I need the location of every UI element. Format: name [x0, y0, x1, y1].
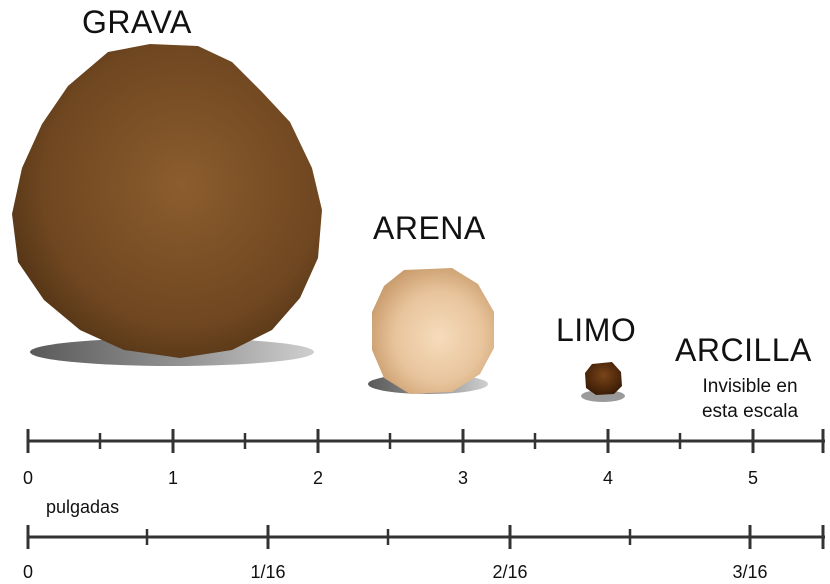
inch-label-1: 1	[168, 468, 178, 489]
silt-particle	[585, 362, 622, 395]
gravel-particle	[12, 44, 322, 358]
inch-label-2: 2	[313, 468, 323, 489]
inch-label-3: 3	[458, 468, 468, 489]
sixteenth-scale	[0, 520, 830, 556]
sixteenth-label-1: 1/16	[250, 562, 285, 583]
inch-scale	[0, 424, 830, 464]
inch-label-0: 0	[23, 468, 33, 489]
sixteenth-label-3: 3/16	[732, 562, 767, 583]
sixteenth-label-2: 2/16	[492, 562, 527, 583]
particles-illustration	[0, 0, 830, 420]
inch-label-4: 4	[603, 468, 613, 489]
inch-label-5: 5	[748, 468, 758, 489]
units-label: pulgadas	[46, 497, 119, 518]
sixteenth-label-0: 0	[23, 562, 33, 583]
sand-particle	[372, 268, 494, 394]
